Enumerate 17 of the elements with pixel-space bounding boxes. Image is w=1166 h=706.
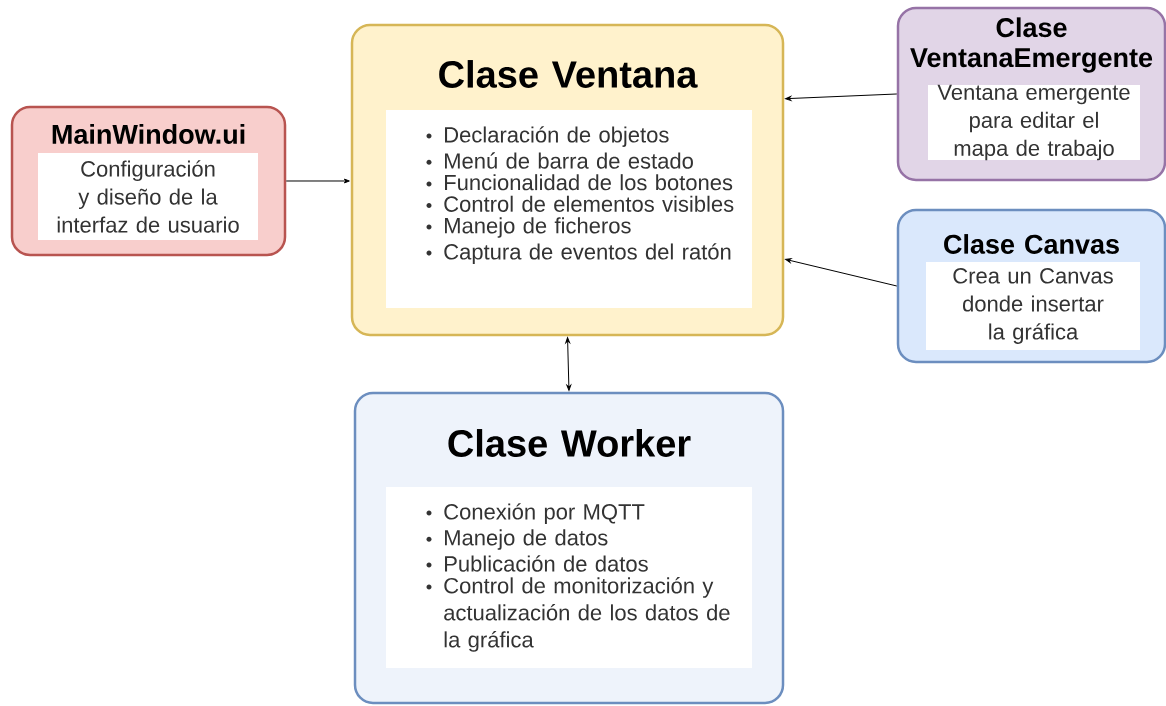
class-box: MainWindow.ui Configuración y diseño de la interfaz de usuario <box>10 105 287 257</box>
class-box: Clase VentanaEmergente Ventana emergente para editar el mapa de trabajo <box>896 6 1166 182</box>
list-item: Captura de eventos del ratón <box>426 243 731 264</box>
arrow <box>565 337 572 391</box>
list-item: Manejo de ficheros <box>426 217 631 238</box>
list-item: Control de elementos visibles <box>426 195 734 212</box>
list-item: Declaración de objetos <box>426 126 669 147</box>
list-item: Control de monitorización y actualización de los datos de la gráfica <box>426 577 730 652</box>
list-item: Conexión por MQTT <box>426 503 645 524</box>
list-item: Publicación de datos <box>426 555 648 572</box>
list-item: Manejo de datos <box>426 529 608 550</box>
list-item: Menú de barra de estado <box>426 152 693 169</box>
arrow <box>785 93 898 101</box>
arrow <box>285 178 350 184</box>
list-item: Funcionalidad de los botones <box>426 174 733 191</box>
arrow <box>785 258 898 287</box>
class-box: Clase Canvas Crea un Canvas donde insertar la gráfica <box>896 208 1166 364</box>
